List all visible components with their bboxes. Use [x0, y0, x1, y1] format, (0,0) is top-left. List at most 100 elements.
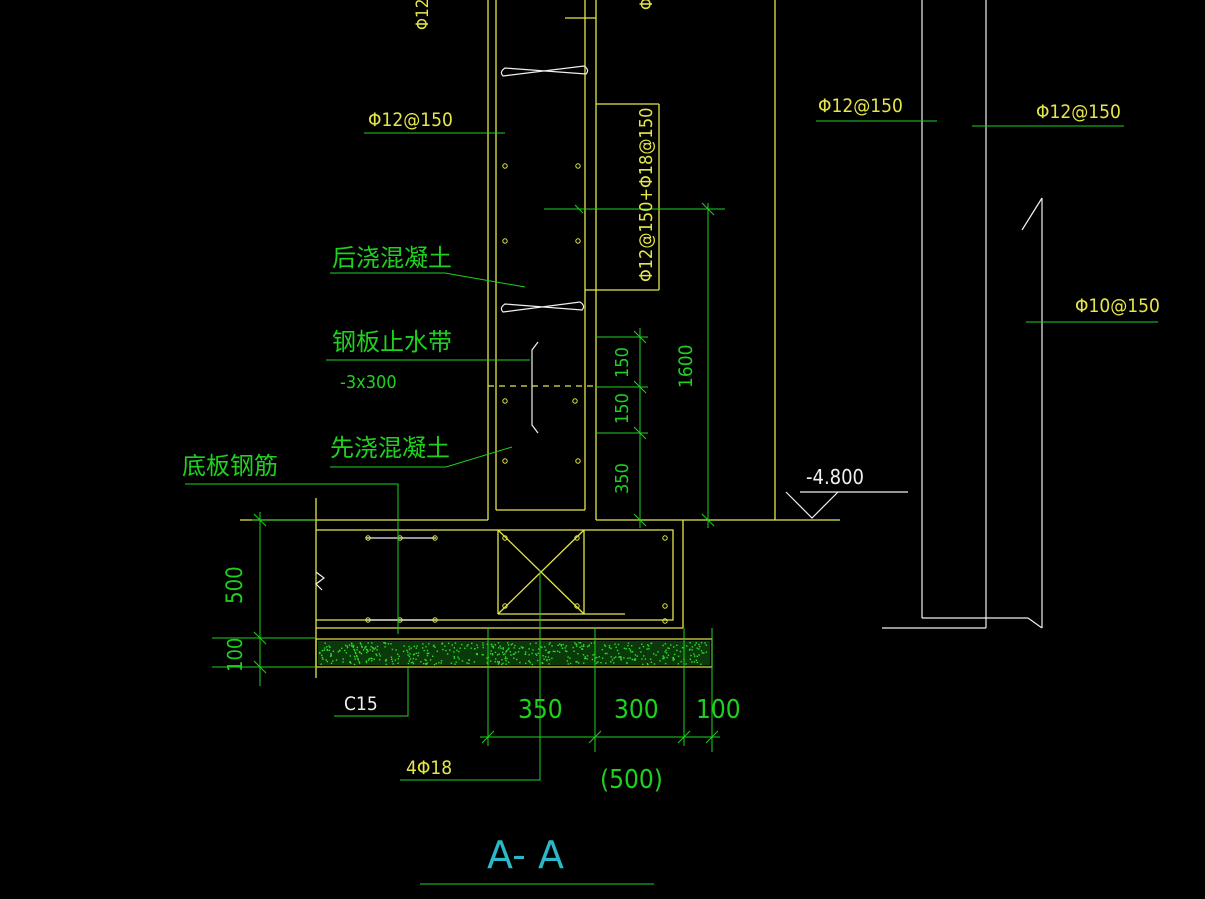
concrete-speckle: [375, 653, 377, 655]
concrete-speckle: [342, 661, 344, 663]
concrete-speckle: [620, 659, 622, 661]
concrete-speckle: [457, 656, 459, 658]
section-title: A- A: [487, 833, 564, 877]
concrete-speckle: [408, 660, 410, 662]
concrete-speckle: [330, 654, 332, 656]
dim-300-horizontal: 300: [614, 695, 659, 725]
concrete-speckle: [668, 647, 670, 650]
concrete-speckle: [590, 642, 592, 644]
concrete-speckle: [372, 650, 374, 652]
concrete-speckle: [548, 651, 551, 653]
concrete-speckle: [566, 650, 568, 653]
concrete-speckle: [356, 655, 358, 657]
concrete-speckle: [562, 643, 564, 646]
concrete-speckle: [417, 652, 420, 654]
concrete-speckle: [456, 649, 458, 652]
concrete-speckle: [410, 662, 413, 664]
concrete-speckle: [486, 657, 488, 659]
concrete-speckle: [615, 646, 617, 648]
concrete-speckle: [582, 654, 585, 656]
concrete-speckle: [680, 660, 682, 663]
concrete-speckle: [486, 643, 489, 645]
concrete-speckle: [564, 650, 567, 652]
concrete-speckle: [514, 651, 517, 654]
concrete-speckle: [440, 660, 443, 662]
concrete-speckle: [539, 646, 542, 648]
concrete-speckle: [554, 650, 556, 653]
concrete-speckle: [634, 654, 637, 656]
concrete-speckle: [407, 662, 410, 665]
concrete-speckle: [372, 646, 374, 649]
concrete-speckle: [384, 642, 386, 644]
concrete-speckle: [391, 658, 393, 660]
concrete-speckle: [403, 645, 405, 647]
concrete-speckle: [367, 642, 369, 644]
concrete-speckle: [447, 642, 450, 644]
concrete-speckle: [548, 643, 550, 645]
concrete-speckle: [376, 649, 378, 651]
concrete-speckle: [353, 655, 356, 658]
label-wall-top-right-rebar: Φ12@150: [637, 0, 657, 10]
concrete-speckle: [610, 656, 612, 658]
concrete-speckle: [614, 643, 616, 645]
concrete-speckle: [673, 646, 675, 648]
concrete-speckle: [576, 661, 578, 663]
concrete-speckle: [631, 645, 633, 647]
note-steel-waterstop: 钢板止水带: [332, 328, 452, 356]
concrete-speckle: [574, 642, 576, 644]
concrete-speckle: [365, 646, 367, 648]
concrete-speckle: [423, 649, 425, 652]
concrete-speckle: [672, 659, 674, 661]
concrete-speckle: [499, 645, 501, 647]
concrete-speckle: [578, 642, 580, 644]
concrete-speckle: [319, 651, 321, 654]
concrete-speckle: [575, 661, 577, 663]
dim-total-500: (500): [600, 765, 663, 795]
concrete-speckle: [619, 656, 621, 658]
concrete-speckle: [353, 663, 356, 666]
concrete-speckle: [505, 660, 507, 662]
concrete-speckle: [634, 658, 636, 660]
concrete-speckle: [561, 647, 564, 649]
concrete-speckle: [655, 654, 657, 656]
concrete-speckle: [535, 653, 537, 655]
concrete-speckle: [407, 651, 409, 653]
concrete-speckle: [350, 645, 353, 647]
concrete-speckle: [471, 642, 473, 645]
concrete-speckle: [581, 648, 583, 650]
concrete-speckle: [498, 661, 500, 663]
concrete-speckle: [415, 658, 417, 660]
concrete-speckle: [328, 645, 330, 647]
concrete-speckle: [373, 658, 375, 660]
wall-outline: [487, 0, 660, 520]
concrete-speckle: [653, 653, 655, 655]
concrete-speckle: [392, 663, 394, 665]
concrete-speckle: [620, 656, 622, 658]
concrete-speckle: [507, 648, 509, 651]
concrete-speckle: [352, 646, 354, 648]
concrete-speckle: [557, 650, 559, 652]
concrete-speckle: [691, 646, 694, 648]
concrete-speckle: [367, 650, 369, 652]
concrete-speckle: [494, 661, 496, 663]
concrete-speckle: [664, 662, 667, 665]
concrete-speckle: [374, 647, 377, 649]
concrete-speckle: [625, 648, 627, 650]
concrete-speckle: [649, 658, 652, 660]
concrete-speckle: [413, 653, 416, 655]
concrete-speckle: [410, 647, 412, 649]
steel-waterstop: [488, 341, 596, 434]
concrete-speckle: [420, 661, 422, 663]
concrete-speckle: [320, 663, 322, 665]
concrete-speckle: [693, 653, 695, 655]
concrete-speckle: [696, 661, 698, 664]
concrete-speckle: [408, 645, 410, 648]
concrete-speckle: [416, 645, 418, 647]
concrete-speckle: [522, 646, 524, 649]
concrete-speckle: [507, 644, 510, 646]
concrete-speckle: [596, 656, 598, 659]
concrete-speckle: [360, 643, 362, 645]
concrete-speckle: [512, 653, 515, 656]
concrete-speckle: [508, 647, 510, 649]
concrete-speckle: [473, 661, 476, 663]
